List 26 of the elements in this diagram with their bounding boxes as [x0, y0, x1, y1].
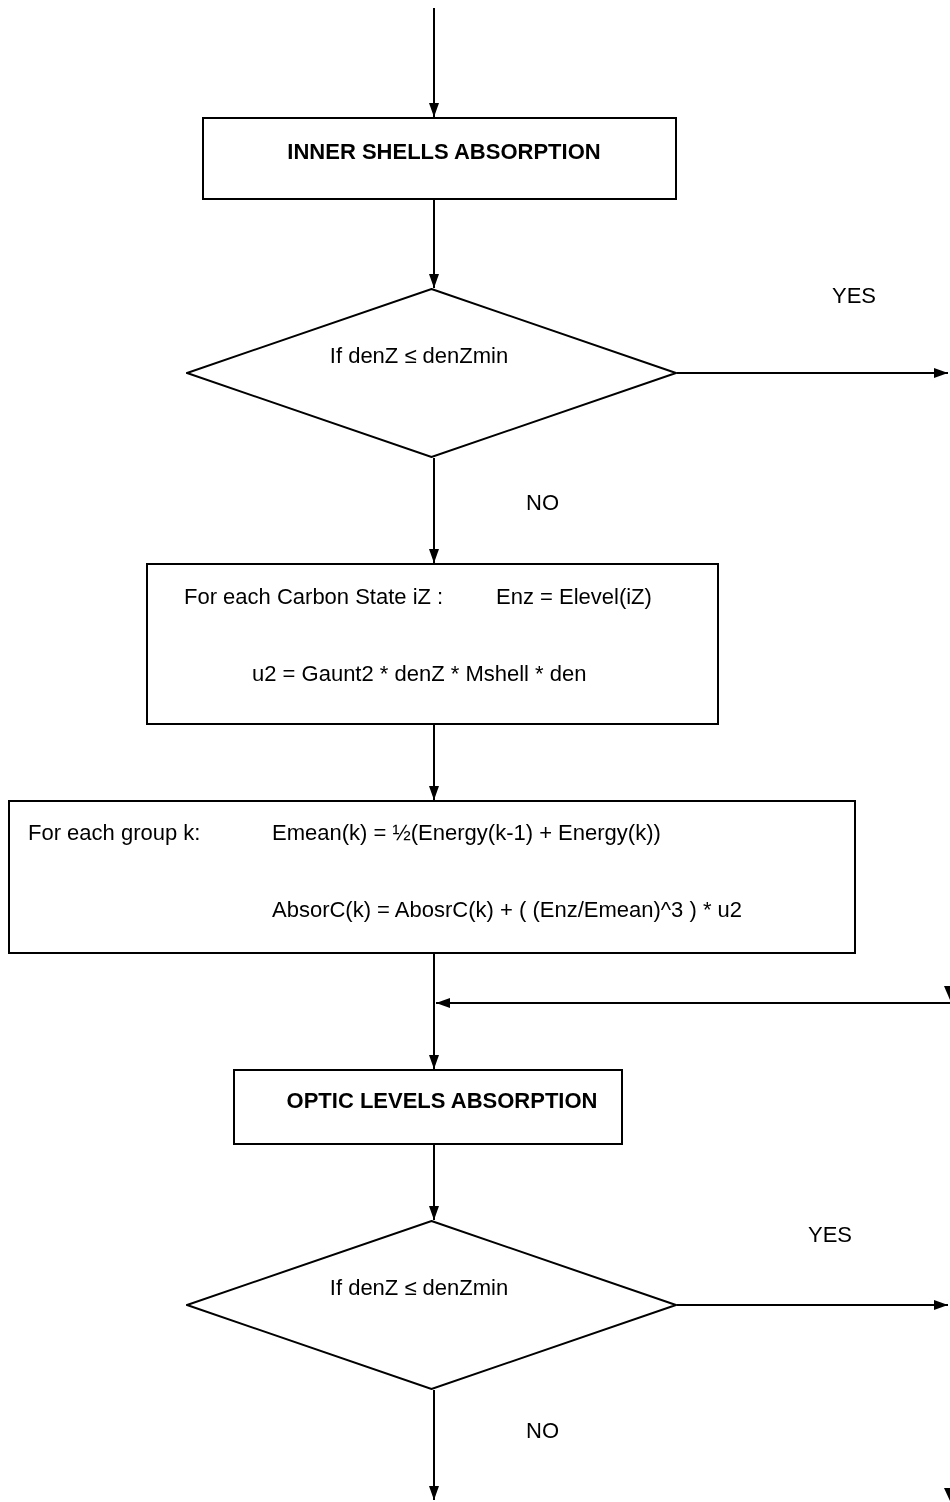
arrow	[429, 724, 439, 801]
arrow	[435, 998, 950, 1008]
arrow	[429, 457, 439, 564]
process-text: Enz = Elevel(iZ)	[496, 584, 652, 611]
arrow	[429, 1144, 439, 1221]
arrow	[429, 1389, 439, 1501]
decision-diamond	[186, 288, 677, 458]
process-text: INNER SHELLS ABSORPTION	[287, 139, 601, 166]
arrow	[429, 199, 439, 289]
decision-diamond	[186, 1220, 677, 1390]
process-text: For each group k:	[28, 820, 201, 847]
process-text: For each Carbon State iZ :	[184, 584, 444, 611]
arrow	[429, 953, 439, 1070]
process-text: OPTIC LEVELS ABSORPTION	[286, 1088, 598, 1115]
decision-condition: If denZ ≤ denZmin	[329, 1275, 509, 1302]
process-box	[233, 1069, 623, 1145]
arrow	[429, 7, 439, 118]
process-text: u2 = Gaunt2 * denZ * Mshell * den	[252, 661, 587, 688]
arrow	[676, 1300, 949, 1310]
process-box	[202, 117, 677, 200]
process-text: Emean(k) = ½(Energy(k-1) + Energy(k))	[272, 820, 661, 847]
process-box	[8, 800, 856, 954]
process-text: AbsorC(k) = AbosrC(k) + ( (Enz/Emean)^3 ) * u2	[272, 897, 743, 924]
process-box	[146, 563, 719, 725]
arrow	[676, 368, 949, 378]
decision-condition: If denZ ≤ denZmin	[329, 343, 509, 370]
